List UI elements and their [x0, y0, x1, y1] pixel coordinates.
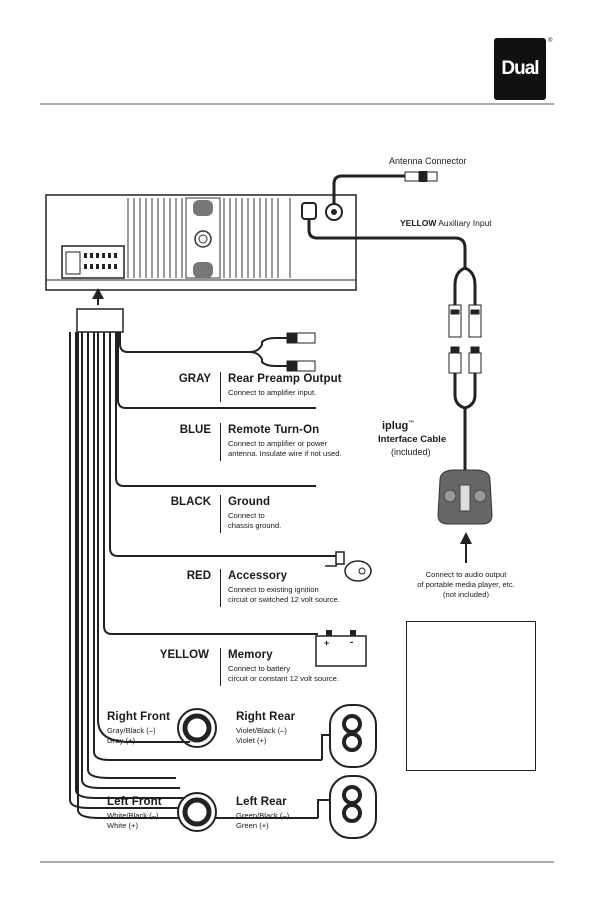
- speaker-pos-right-front: Gray (+): [107, 736, 136, 745]
- wire-desc-red-2: circuit or switched 12 volt source.: [228, 595, 340, 604]
- speaker-neg-left-rear: Green/Black (–): [236, 811, 290, 820]
- wire-desc-yellow-1: Connect to battery: [228, 664, 291, 673]
- wire-color-black: BLACK: [170, 496, 211, 508]
- speaker-neg-right-rear: Violet/Black (–): [236, 726, 287, 735]
- wire-color-gray: GRAY: [178, 373, 211, 385]
- mount-tab-top: [193, 200, 213, 216]
- aux-jack: [301, 202, 317, 220]
- wire-bundle: [69, 332, 322, 819]
- wire-color-yellow: YELLOW: [159, 649, 209, 661]
- right-front-speaker: [177, 708, 217, 748]
- harness-plug: [76, 308, 124, 333]
- iplug-brand: iplug™: [382, 420, 415, 432]
- wire-title-gray: Rear Preamp Output: [228, 373, 342, 385]
- wire-desc-red-1: Connect to existing ignition: [228, 585, 319, 594]
- speaker-title-left-front: Left Front: [107, 796, 162, 808]
- aux-text: Auxiliary Input: [438, 218, 492, 228]
- speaker-pos-right-rear: Violet (+): [236, 736, 267, 745]
- wire-color-red: RED: [186, 570, 211, 582]
- registered-mark: ®: [548, 38, 553, 44]
- speaker-neg-right-front: Gray/Black (–): [107, 726, 156, 735]
- speaker-title-left-rear: Left Rear: [236, 796, 287, 808]
- speaker-pos-left-front: White (+): [107, 821, 139, 830]
- wire-desc-gray-1: Connect to amplifier input.: [228, 388, 317, 397]
- arrow-to-iplug: [460, 532, 472, 544]
- speaker-title-right-rear: Right Rear: [236, 711, 296, 723]
- aux-color: YELLOW: [400, 218, 437, 228]
- right-rear-speaker: [329, 704, 377, 768]
- speaker-pos-left-rear: Green (+): [236, 821, 269, 830]
- wire-title-blue: Remote Turn-On: [228, 424, 320, 436]
- preamp-cable: [249, 337, 287, 367]
- wire-desc-blue-2: antenna. Insulate wire if not used.: [228, 449, 342, 458]
- iplug-note: (included): [391, 447, 431, 457]
- arrow-to-socket: [92, 288, 104, 299]
- dual-logo: Dual: [494, 38, 546, 100]
- battery-minus: -: [350, 637, 354, 648]
- antenna-cable: [332, 174, 405, 204]
- wire-desc-yellow-2: circuit or constant 12 volt source.: [228, 674, 340, 683]
- wire-title-red: Accessory: [228, 570, 288, 582]
- wire-title-black: Ground: [228, 496, 271, 508]
- note-box: [406, 621, 536, 771]
- iplug-module: [437, 469, 493, 525]
- left-rear-speaker: [329, 775, 377, 839]
- wire-desc-black-1: Connect to: [228, 511, 265, 520]
- preamp-rca-plugs: [286, 332, 316, 372]
- speaker-title-right-front: Right Front: [107, 711, 171, 723]
- battery: [315, 630, 367, 667]
- battery-plus: +: [324, 638, 330, 648]
- iplug-connect-line-3: (not included): [442, 590, 489, 599]
- rca-plugs-upper: [448, 304, 482, 338]
- aux-input-label: YELLOW Auxiliary Input: [400, 218, 492, 228]
- iplug-connect-line-2: of portable media player, etc.: [417, 580, 515, 589]
- aux-cable: [307, 219, 467, 270]
- harness-socket: [61, 245, 125, 279]
- antenna-label: Antenna Connector: [389, 156, 467, 166]
- rca-splitter: [453, 266, 477, 305]
- speaker-neg-left-front: White/Black (–): [107, 811, 159, 820]
- ignition-key: [318, 551, 372, 582]
- left-front-speaker: [177, 792, 217, 832]
- wire-desc-blue-1: Connect to amplifier or power: [228, 439, 328, 448]
- iplug-connect-line-1: Connect to audio output: [425, 570, 507, 579]
- mount-tab-bottom: [193, 262, 213, 278]
- iplug-title: Interface Cable: [378, 434, 447, 445]
- wire-color-blue: BLUE: [179, 424, 211, 436]
- wire-title-yellow: Memory: [228, 649, 273, 661]
- rca-plugs-lower: [448, 346, 482, 374]
- wire-desc-black-2: chassis ground.: [228, 521, 282, 530]
- antenna-plug: [404, 171, 438, 182]
